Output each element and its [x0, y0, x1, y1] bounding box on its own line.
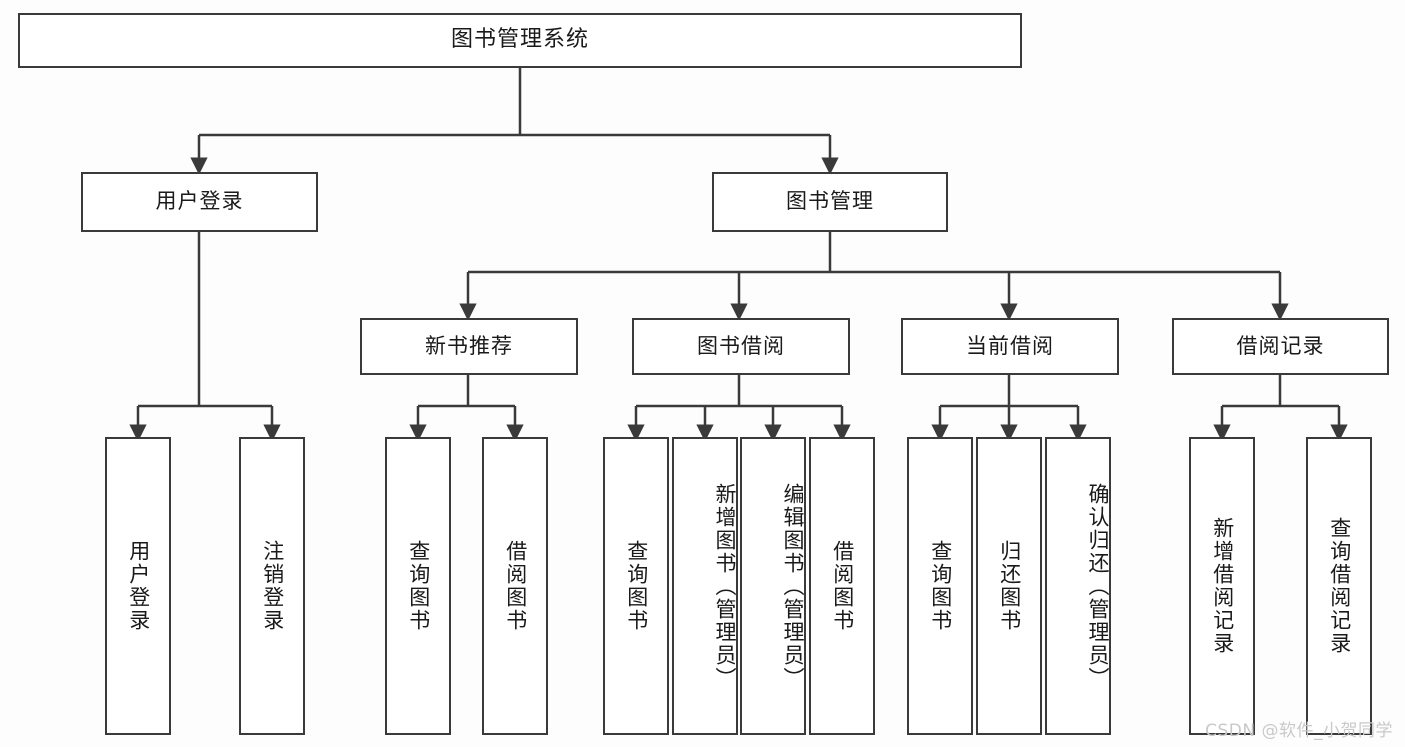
leaf-add-book-admin[interactable]: 新增图书（管理员）: [672, 437, 738, 735]
node-label: 查询借阅记录: [1327, 517, 1352, 655]
csdn-watermark: CSDN @软件_小贺同学: [1205, 721, 1393, 741]
leaf-logout[interactable]: 注销登录: [239, 437, 305, 735]
node-label: 当前借阅: [966, 333, 1054, 358]
node-root-book-management-system[interactable]: 图书管理系统: [18, 13, 1022, 68]
node-label: 新增借阅记录: [1210, 517, 1235, 655]
leaf-borrow-book-new-recommendation[interactable]: 借阅图书: [482, 437, 548, 735]
node-borrowing-records[interactable]: 借阅记录: [1172, 318, 1389, 375]
node-label: 注销登录: [260, 540, 285, 632]
node-label: 新增图书（管理员）: [713, 482, 737, 690]
node-label: 图书管理: [786, 189, 874, 214]
leaf-add-borrowing-record[interactable]: 新增借阅记录: [1189, 437, 1255, 735]
node-label: 图书管理系统: [450, 27, 589, 53]
node-label: 确认归还（管理员）: [1086, 482, 1110, 690]
leaf-borrow-book-borrowing[interactable]: 借阅图书: [809, 437, 875, 735]
node-label: 用户登录: [126, 540, 151, 632]
node-label: 归还图书: [997, 540, 1022, 632]
node-user-login[interactable]: 用户登录: [81, 172, 318, 232]
node-label: 图书借阅: [697, 333, 785, 358]
node-label: 查询图书: [624, 540, 649, 632]
leaf-query-book-borrowing[interactable]: 查询图书: [603, 437, 669, 735]
node-label: 借阅图书: [503, 540, 528, 632]
leaf-edit-book-admin[interactable]: 编辑图书（管理员）: [740, 437, 806, 735]
leaf-return-book[interactable]: 归还图书: [976, 437, 1042, 735]
node-current-borrowing[interactable]: 当前借阅: [901, 318, 1119, 375]
node-label: 查询图书: [928, 540, 953, 632]
node-label: 编辑图书（管理员）: [781, 482, 805, 690]
leaf-query-book-new-recommendation[interactable]: 查询图书: [385, 437, 451, 735]
leaf-user-login[interactable]: 用户登录: [105, 437, 171, 735]
leaf-query-book-current[interactable]: 查询图书: [907, 437, 973, 735]
node-label: 查询图书: [406, 540, 431, 632]
node-label: 借阅记录: [1236, 333, 1325, 358]
node-label: 新书推荐: [425, 333, 513, 358]
node-book-borrowing[interactable]: 图书借阅: [632, 318, 850, 375]
leaf-confirm-return-admin[interactable]: 确认归还（管理员）: [1045, 437, 1111, 735]
leaf-query-borrowing-record[interactable]: 查询借阅记录: [1306, 437, 1372, 735]
node-new-book-recommendation[interactable]: 新书推荐: [360, 318, 578, 375]
node-label: 借阅图书: [830, 540, 855, 632]
node-label: 用户登录: [155, 189, 244, 214]
node-book-management[interactable]: 图书管理: [712, 172, 948, 232]
